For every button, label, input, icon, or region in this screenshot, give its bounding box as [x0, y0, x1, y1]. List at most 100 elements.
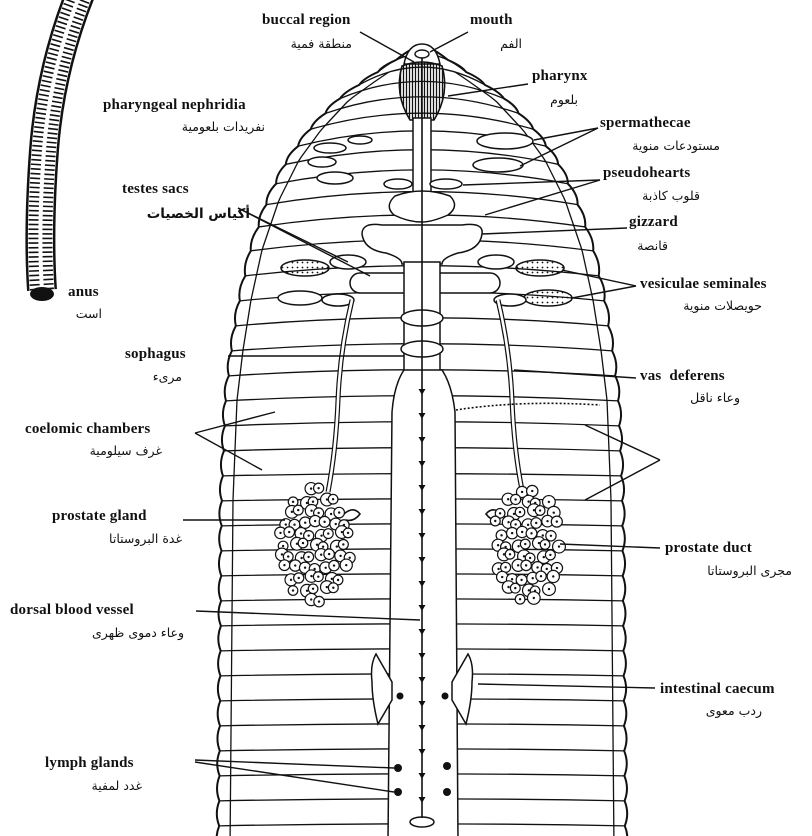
- label-prostate-gland-arabic: غدة البروستاتا: [109, 531, 182, 547]
- prostate-gland-left-lobule-dot: [300, 532, 302, 534]
- prostate-gland-left-lobule-dot: [326, 586, 328, 588]
- lymph-gland: [394, 764, 402, 772]
- label-oesophagus: sophagus: [125, 346, 186, 362]
- leader-intestinal-caecum: [478, 684, 655, 688]
- prostate-gland-left-lobule-dot: [337, 579, 339, 581]
- testis-sac: [478, 255, 514, 269]
- spermatheca: [317, 172, 353, 184]
- pharyngeal-nephridium: [314, 143, 346, 153]
- anus-mark: [30, 287, 54, 301]
- seminal-vesicle: [278, 291, 322, 305]
- prostate-gland-left: [275, 483, 355, 607]
- leader-spermathecae: [520, 128, 598, 166]
- label-coelomic-chambers: coelomic chambers: [25, 421, 150, 437]
- prostate-gland-right-lobule-dot: [521, 491, 523, 493]
- label-pseudohearts: pseudohearts: [603, 165, 690, 181]
- mouth-opening: [415, 50, 429, 58]
- label-lymph-glands: lymph glands: [45, 755, 134, 771]
- prostate-gland-left-lobule-dot: [304, 522, 306, 524]
- lymph-gland: [443, 762, 451, 770]
- prostate-gland-right-lobule-dot: [511, 578, 513, 580]
- prostate-gland-left-lobule-dot: [291, 511, 293, 513]
- prostate-gland-right-lobule-dot: [531, 490, 533, 492]
- prostate-gland-left-lobule-dot: [349, 557, 351, 559]
- prostate-gland-right-lobule-dot: [544, 543, 546, 545]
- spermatheca: [473, 158, 523, 172]
- prostate-gland-left-lobule-dot: [287, 555, 289, 557]
- prostate-gland-right-lobule-dot: [514, 587, 516, 589]
- prostate-gland-left-lobule-dot: [297, 509, 299, 511]
- prostate-gland-left-lobule-dot: [304, 567, 306, 569]
- prostate-gland-left-lobule-dot: [312, 500, 314, 502]
- prostate-gland-left-lobule-dot: [314, 520, 316, 522]
- prostate-gland-left-lobule-dot: [338, 511, 340, 513]
- prostate-gland-right-lobule-dot: [494, 520, 496, 522]
- label-pharyngeal-nephridia-arabic: نفريدات بلعومية: [182, 119, 265, 135]
- prostate-gland-right-lobule-dot: [532, 577, 534, 579]
- prostate-gland-left-lobule-dot: [310, 510, 312, 512]
- prostate-gland-left-lobule-dot: [320, 534, 322, 536]
- prostate-gland-right-lobule-dot: [519, 598, 521, 600]
- prostate-gland-left-lobule-dot: [285, 523, 287, 525]
- prostate-gland-left-lobule-dot: [332, 587, 334, 589]
- prostate-gland-left-lobule-dot: [292, 589, 294, 591]
- pharyngeal-nephridium: [308, 157, 336, 167]
- label-pharynx: pharynx: [532, 68, 588, 84]
- label-mouth-arabic: الفم: [500, 36, 522, 52]
- prostate-gland-right-lobule-dot: [520, 579, 522, 581]
- leader-pseudohearts: [485, 180, 600, 215]
- prostate-gland-right-lobule-dot: [525, 564, 527, 566]
- prostate-gland-left-lobule-dot: [332, 498, 334, 500]
- prostate-gland-left-lobule-dot: [342, 543, 344, 545]
- seminal-vesicle: [281, 260, 329, 276]
- prostate-gland-right-lobule-dot: [500, 534, 502, 536]
- leader-mouth: [430, 32, 468, 52]
- leader-pseudohearts: [463, 180, 600, 185]
- prostate-gland-right-lobule-dot: [548, 588, 550, 590]
- lymph-gland: [443, 788, 451, 796]
- prostate-gland-right-lobule-dot: [524, 543, 526, 545]
- prostate-gland-left-lobule-dot: [292, 501, 294, 503]
- prostate-gland-left-lobule-dot: [312, 588, 314, 590]
- prostate-gland-right-lobule-dot: [535, 522, 537, 524]
- prostate-gland-right-lobule-dot: [497, 568, 499, 570]
- prostate-gland-right-lobule-dot: [527, 500, 529, 502]
- label-prostate-duct-arabic: مجرى البروستاتا: [707, 563, 792, 579]
- label-pseudohearts-arabic: قلوب كاذبة: [642, 188, 700, 204]
- label-vesiculae-seminales: vesiculae seminales: [640, 276, 767, 292]
- seminal-vesicle: [516, 260, 564, 276]
- label-buccal-region: buccal region: [262, 12, 351, 28]
- prostate-gland-left-lobule-dot: [300, 557, 302, 559]
- label-vas-deferens-arabic: وعاء ناقل: [690, 390, 740, 406]
- prostate-gland-left-lobule-dot: [327, 532, 329, 534]
- prostate-gland-right-lobule-dot: [552, 575, 554, 577]
- prostate-gland-left-lobule-dot: [328, 553, 330, 555]
- prostate-gland-left-lobule-dot: [310, 487, 312, 489]
- lymph-gland: [394, 788, 402, 796]
- label-spermathecae-arabic: مستودعات منوية: [632, 138, 720, 154]
- prostate-gland-left-lobule-dot: [293, 524, 295, 526]
- label-vesiculae-seminales-arabic: حويصلات منوية: [683, 298, 762, 314]
- leader-coelomic-chambers: [195, 412, 275, 433]
- prostate-gland-left-lobule-dot: [318, 600, 320, 602]
- leader-buccal-region: [360, 32, 414, 62]
- prostate-gland-left-lobule-dot: [294, 564, 296, 566]
- label-gizzard: gizzard: [629, 214, 678, 230]
- label-anus-arabic: است: [76, 306, 102, 321]
- prostate-gland-right-lobule-dot: [519, 511, 521, 513]
- prostate-gland-left-lobule-dot: [282, 545, 284, 547]
- prostate-gland-right-lobule-dot: [530, 532, 532, 534]
- lymph-gland: [442, 693, 449, 700]
- prostate-gland-left-lobule-dot: [317, 487, 319, 489]
- prostate-gland-right-lobule-dot: [549, 554, 551, 556]
- prostate-gland-right-lobule-dot: [529, 557, 531, 559]
- prostate-gland-right-lobule-dot: [546, 568, 548, 570]
- label-intestinal-caecum-arabic: ردب معوى: [706, 703, 762, 719]
- prostate-gland-right-lobule-dot: [517, 545, 519, 547]
- prostate-gland-left-lobule-dot: [317, 575, 319, 577]
- label-mouth: mouth: [470, 12, 513, 28]
- label-coelomic-chambers-arabic: غرف سيلومية: [90, 443, 163, 459]
- label-prostate-duct: prostate duct: [665, 540, 752, 556]
- prostate-gland-right-lobule-dot: [539, 509, 541, 511]
